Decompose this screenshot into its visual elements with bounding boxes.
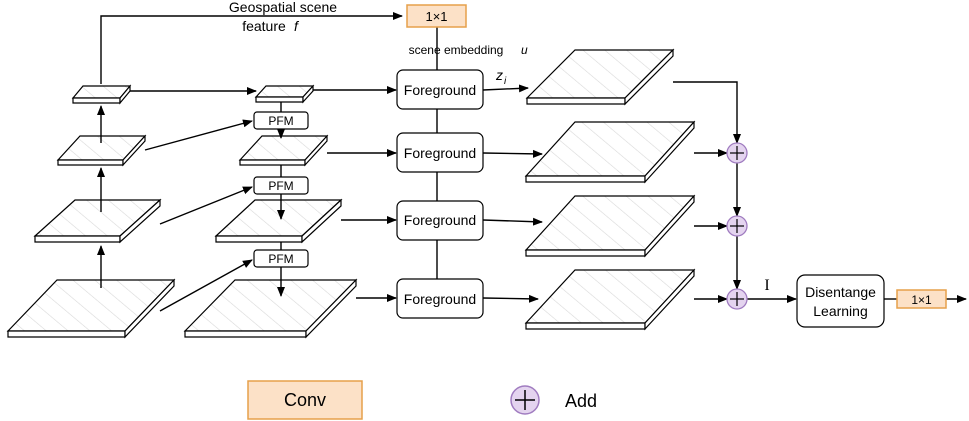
pfm-block-3: PFM: [253, 249, 309, 268]
pyramid-map-level-2: [214, 198, 343, 244]
foreground-block-1: Foreground: [396, 69, 484, 110]
arrow-to-scene-conv: [100, 12, 403, 84]
add-nodes: [726, 142, 748, 310]
output-conv-label: 1×1: [911, 293, 932, 307]
legend: Conv Add: [247, 380, 597, 420]
legend-add-label: Add: [565, 391, 597, 411]
arrow-backbone3-pfm1: [144, 119, 253, 151]
arrow-fg1-out1: [482, 84, 529, 93]
pfm-label: PFM: [268, 114, 293, 128]
foreground-label: Foreground: [404, 82, 476, 98]
i-label: I: [764, 277, 769, 294]
output-feature-maps: [524, 48, 696, 331]
disentangle-block: Disentange Learning: [796, 274, 885, 328]
arrow-out1-add1: [673, 81, 741, 144]
arrow-fg4-out4: [482, 294, 539, 303]
pfm-blocks: PFM PFM PFM: [253, 111, 309, 268]
scene-conv-block: 1×1: [406, 4, 467, 28]
legend-conv: Conv: [247, 380, 363, 420]
foreground-block-4: Foreground: [396, 278, 484, 319]
scene-feature-line2: feature: [242, 18, 286, 34]
pfm-block-2: PFM: [253, 176, 309, 195]
pyramid-map-level-1: [183, 278, 358, 339]
legend-conv-label: Conv: [284, 390, 326, 410]
scene-embedding-symbol: u: [521, 43, 528, 57]
backbone-map-level-2: [33, 198, 162, 244]
add-node-1-circle-plus-icon: [726, 142, 748, 164]
add-node-2-circle-plus-icon: [726, 215, 748, 237]
scene-conv-label: 1×1: [425, 9, 447, 24]
z-subscript: i: [504, 76, 507, 87]
pyramid-map-level-4: [254, 84, 315, 104]
disentangle-line2: Learning: [813, 303, 868, 319]
foreground-block-3: Foreground: [396, 200, 484, 241]
legend-add: Add: [510, 385, 597, 415]
add-node-3-circle-plus-icon: [726, 288, 748, 310]
foreground-blocks: Foreground Foreground Foreground Foregro…: [396, 69, 484, 319]
output-map-level-3: [524, 194, 696, 258]
arrow-backbone1-pfm3: [159, 259, 253, 312]
output-map-level-4: [524, 268, 696, 331]
arrow-backbone2-pfm2: [159, 186, 253, 225]
pfm-block-1: PFM: [253, 111, 309, 130]
pfm-label: PFM: [268, 252, 293, 266]
arrow-fg2-out2: [482, 149, 543, 158]
scene-feature-symbol: f: [294, 18, 300, 34]
disentangle-line1: Disentange: [805, 284, 876, 300]
backbone-map-level-3: [56, 134, 147, 167]
pfm-label: PFM: [268, 179, 293, 193]
legend-add-circle-plus-icon: [510, 385, 540, 415]
backbone-feature-maps: [6, 84, 176, 339]
output-conv-block: 1×1: [896, 289, 947, 309]
scene-embedding-label: scene embedding: [409, 43, 504, 57]
connectors: [97, 12, 967, 312]
backbone-map-level-1: [6, 278, 176, 339]
foreground-label: Foreground: [404, 212, 476, 228]
backbone-map-level-4: [71, 84, 132, 105]
arrow-fg3-out3: [482, 217, 543, 226]
output-map-level-1: [525, 48, 675, 106]
foreground-block-2: Foreground: [396, 132, 484, 173]
pyramid-map-level-3: [238, 134, 329, 167]
scene-feature-line1: Geospatial scene: [229, 0, 337, 15]
z-label: z: [495, 67, 503, 83]
output-map-level-2: [524, 120, 696, 184]
foreground-label: Foreground: [404, 291, 476, 307]
foreground-label: Foreground: [404, 145, 476, 161]
